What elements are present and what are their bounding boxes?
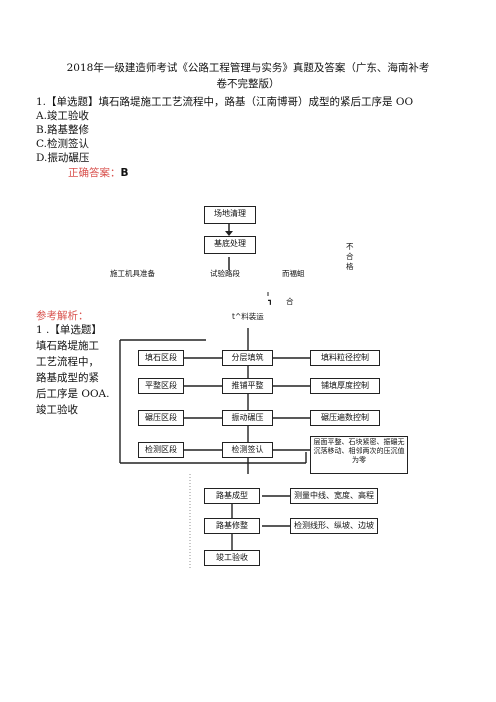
diagram-check-alignment: 检测线形、纵坡、边坡 bbox=[290, 518, 378, 534]
qualified-label: 合 bbox=[286, 297, 294, 306]
analysis-line-2: 填石路堤施工 bbox=[36, 340, 99, 352]
question-stem: 1.【单选题】填石路堤施工工艺流程中，路基（江南博哥）成型的紧后工序是 OO bbox=[36, 96, 414, 108]
side-label-3: 而福蛆 bbox=[282, 269, 305, 278]
option-a: A.竣工验收 bbox=[36, 110, 89, 122]
diagram-right-thickness-control: 铺填厚度控制 bbox=[310, 378, 380, 394]
title-line-1: 2018年一级建造师考试《公路工程管理与实务》真题及答案（广东、海南补考 bbox=[66, 62, 430, 74]
answer-label: 正确答案： bbox=[68, 167, 121, 179]
diagram-right-particle-control: 填料粒径控制 bbox=[310, 350, 380, 366]
diagram-left-test-section: 检测区段 bbox=[138, 442, 184, 458]
document-title: 2018年一级建造师考试《公路工程管理与实务》真题及答案（广东、海南补考 卷不完… bbox=[40, 60, 456, 92]
diagram-left-roll-section: 碾压区段 bbox=[138, 410, 184, 426]
diagram-subgrade-forming: 路基成型 bbox=[204, 488, 260, 504]
title-line-2: 卷不完整版） bbox=[216, 78, 280, 90]
diagram-center-layered-fill: 分层填筑 bbox=[222, 350, 273, 366]
diagram-center-inspect-approve: 检测签认 bbox=[222, 442, 273, 458]
diagram-center-vibration-roll: 振动碾压 bbox=[222, 410, 273, 426]
analysis-line-3: 工艺流程中， bbox=[36, 356, 99, 368]
material-transport-label: t^料装运 bbox=[232, 312, 264, 321]
diagram-left-fill-section: 填石区段 bbox=[138, 350, 184, 366]
analysis-line-6: 竣工验收 bbox=[36, 404, 78, 416]
side-label-equipment: 施工机具准备 bbox=[110, 269, 155, 278]
side-label-trial: 试验路段 bbox=[210, 269, 240, 278]
flow-box-base-treatment: 基底处理 bbox=[204, 236, 256, 254]
diagram-center-spread-level: 推铺平整 bbox=[222, 378, 273, 394]
diagram-right-pass-control: 碾压遍数控制 bbox=[310, 410, 380, 426]
unqualified-char-3: 格 bbox=[346, 262, 354, 271]
analysis-line-4: 路基成型的紧 bbox=[36, 372, 99, 384]
analysis-line-1: 1 .【单选题】 bbox=[36, 324, 102, 336]
answer-value: B bbox=[120, 167, 129, 179]
option-d: D.振动碾压 bbox=[36, 152, 90, 164]
analysis-label: 参考解析： bbox=[36, 310, 89, 322]
analysis-line-5: 后工序是 OOA. bbox=[36, 388, 110, 400]
diagram-right-criteria: 层面平整、石块紧密、振碾无沉落移动、相邻两次的压沉值为零 bbox=[310, 436, 408, 474]
option-c: C.检测签认 bbox=[36, 138, 89, 150]
answer-line: 正确答案：B bbox=[68, 166, 129, 180]
option-b: B.路基整修 bbox=[36, 124, 90, 136]
diagram-left-level-section: 平整区段 bbox=[138, 378, 184, 394]
unqualified-char-2: 合 bbox=[346, 252, 354, 261]
tick-mark: ┓ bbox=[268, 296, 273, 305]
flow-box-site-clearing: 场地清理 bbox=[204, 206, 256, 224]
unqualified-char-1: 不 bbox=[346, 242, 354, 251]
unqualified-label: 不 合 格 bbox=[346, 242, 354, 272]
diagram-measure-centerline: 测量中线、宽度、高程 bbox=[290, 488, 378, 504]
diagram-subgrade-trimming: 路基修整 bbox=[204, 518, 260, 534]
diagram-completion-acceptance: 竣工验收 bbox=[204, 550, 260, 566]
